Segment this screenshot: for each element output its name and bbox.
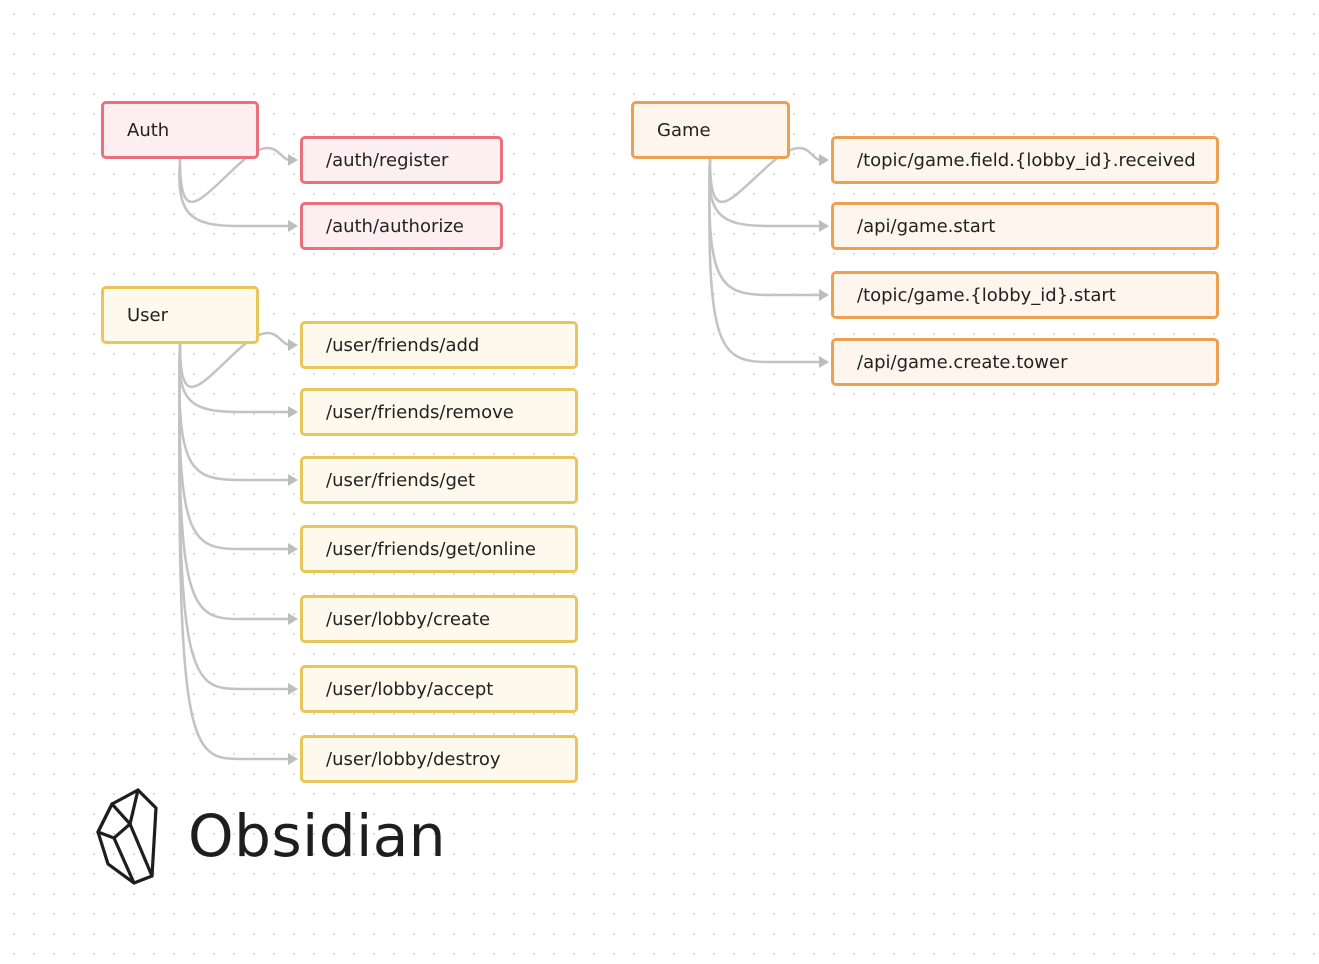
- group-node-auth[interactable]: Auth: [101, 101, 259, 159]
- arrowhead-user-lobby-accept: [288, 683, 298, 695]
- edge-auth-to-auth-authorize: [178, 158, 290, 228]
- edge-user-to-user-friends-get-online: [178, 343, 290, 551]
- endpoint-node-user-friends-get[interactable]: /user/friends/get: [300, 456, 578, 504]
- arrowhead-user-friends-get: [288, 474, 298, 486]
- arrowhead-user-lobby-destroy: [288, 753, 298, 765]
- edge-user-to-user-lobby-destroy: [178, 343, 290, 761]
- arrowhead-user-lobby-create: [288, 613, 298, 625]
- edge-user-to-user-lobby-accept: [178, 343, 290, 691]
- endpoint-node-user-lobby-destroy[interactable]: /user/lobby/destroy: [300, 735, 578, 783]
- edge-auth-to-auth-register: [178, 146, 291, 204]
- arrowhead-api-game-create-tower: [819, 356, 829, 368]
- endpoint-node-user-lobby-create[interactable]: /user/lobby/create: [300, 595, 578, 643]
- obsidian-wordmark: Obsidian: [188, 802, 447, 870]
- endpoint-node-topic-game-lobby-start[interactable]: /topic/game.{lobby_id}.start: [831, 271, 1219, 319]
- edge-game-to-api-game-create-tower: [708, 158, 821, 364]
- endpoint-node-auth-register[interactable]: /auth/register: [300, 136, 503, 184]
- endpoint-node-user-lobby-accept[interactable]: /user/lobby/accept: [300, 665, 578, 713]
- endpoint-node-topic-game-field-received[interactable]: /topic/game.field.{lobby_id}.received: [831, 136, 1219, 184]
- endpoint-node-api-game-start[interactable]: /api/game.start: [831, 202, 1219, 250]
- endpoint-node-user-friends-add[interactable]: /user/friends/add: [300, 321, 578, 369]
- arrowhead-user-friends-remove: [288, 406, 298, 418]
- endpoint-node-user-friends-remove[interactable]: /user/friends/remove: [300, 388, 578, 436]
- group-node-user[interactable]: User: [101, 286, 259, 344]
- arrowhead-auth-register: [288, 154, 298, 166]
- edge-game-to-topic-game-field-received: [708, 146, 822, 204]
- arrowhead-topic-game-lobby-start: [819, 289, 829, 301]
- arrowhead-user-friends-get-online: [288, 543, 298, 555]
- arrowhead-topic-game-field-received: [819, 154, 829, 166]
- arrowhead-user-friends-add: [288, 339, 298, 351]
- arrowhead-auth-authorize: [288, 220, 298, 232]
- obsidian-crystal-icon: [96, 788, 158, 885]
- endpoint-node-auth-authorize[interactable]: /auth/authorize: [300, 202, 503, 250]
- group-node-game[interactable]: Game: [631, 101, 790, 159]
- arrowhead-api-game-start: [819, 220, 829, 232]
- endpoint-node-user-friends-get-online[interactable]: /user/friends/get/online: [300, 525, 578, 573]
- edge-user-to-user-friends-add: [178, 331, 291, 389]
- endpoint-node-api-game-create-tower[interactable]: /api/game.create.tower: [831, 338, 1219, 386]
